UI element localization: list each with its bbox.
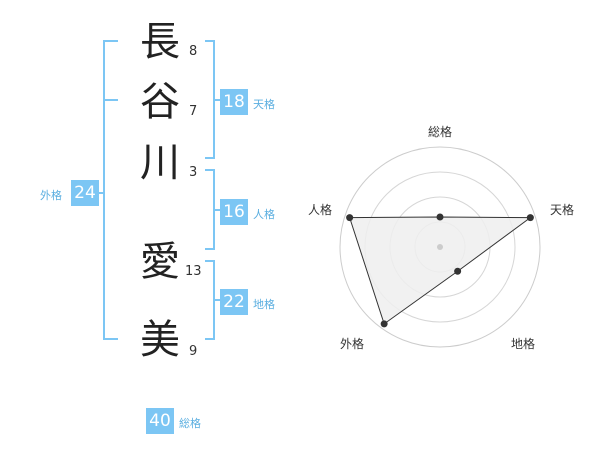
radar-point-2 bbox=[526, 214, 534, 222]
stroke-count-1: 8 bbox=[189, 44, 198, 59]
tenkaku-badge: 18 bbox=[220, 89, 248, 115]
radar-label-tenkaku: 天格 bbox=[550, 203, 575, 217]
radar-label-jinkaku: 人格 bbox=[308, 203, 333, 217]
stroke-count-3: 3 bbox=[189, 165, 198, 180]
chikaku-badge: 22 bbox=[220, 289, 248, 315]
radar-label-gaikaku: 外格 bbox=[340, 337, 365, 351]
gaikaku-label: 外格 bbox=[40, 189, 62, 202]
radar-center-dot bbox=[437, 244, 443, 250]
name-char-5: 美 bbox=[140, 317, 180, 363]
stroke-count-5: 9 bbox=[189, 344, 198, 359]
radar-point-1 bbox=[436, 213, 444, 221]
stroke-count-4: 13 bbox=[185, 264, 202, 279]
name-char-4: 愛 bbox=[140, 239, 180, 285]
radar-area bbox=[348, 216, 532, 325]
jinkaku-badge: 16 bbox=[220, 199, 248, 225]
radar-point-4 bbox=[380, 320, 388, 328]
radar-point-5 bbox=[346, 214, 354, 222]
gaikaku-badge: 24 bbox=[71, 180, 99, 206]
gaikaku-bracket bbox=[103, 40, 118, 340]
tenkaku-label: 天格 bbox=[253, 98, 275, 111]
stroke-count-2: 7 bbox=[189, 104, 198, 119]
radar-point-3 bbox=[454, 267, 462, 275]
soukaku-label: 総格 bbox=[179, 417, 201, 430]
radar-label-chikaku: 地格 bbox=[511, 337, 536, 351]
soukaku-badge: 40 bbox=[146, 408, 174, 434]
chikaku-label: 地格 bbox=[253, 298, 275, 311]
name-char-3: 川 bbox=[140, 140, 180, 186]
name-char-2: 谷 bbox=[140, 79, 180, 125]
jinkaku-label: 人格 bbox=[253, 208, 275, 221]
radar-label-soukaku: 総格 bbox=[428, 125, 453, 139]
name-char-1: 長 bbox=[140, 19, 180, 65]
